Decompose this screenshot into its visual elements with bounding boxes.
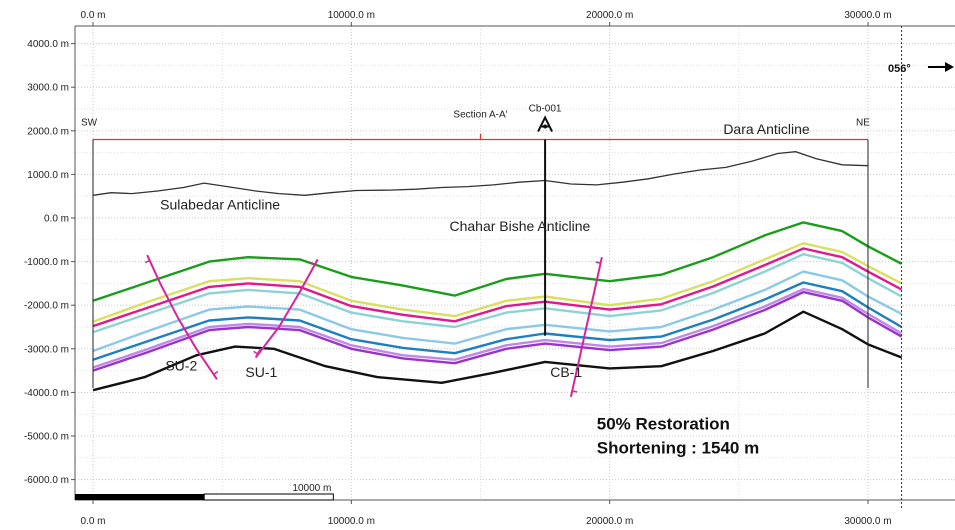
horizon-lines — [92, 221, 903, 392]
sw-label: SW — [81, 118, 98, 129]
x-tick-label-top: 0.0 m — [80, 10, 105, 21]
horizon-line — [92, 221, 903, 302]
x-tick-label-bottom: 30000.0 m — [844, 516, 891, 527]
horizon-line — [92, 281, 903, 361]
fault-tick — [310, 261, 316, 266]
section-label: Section A-A' — [453, 110, 507, 121]
fault-tick — [595, 261, 601, 264]
well-symbol-dot — [543, 124, 548, 129]
topography-path — [92, 151, 869, 196]
fault-tick — [253, 350, 259, 355]
y-tick-label: 1000.0 m — [27, 170, 69, 181]
x-tick-label-top: 10000.0 m — [328, 10, 375, 21]
fault-tick — [572, 390, 578, 393]
scale-bar: 10000 m — [75, 483, 334, 501]
fault-line — [146, 254, 218, 380]
y-tick-label: 0.0 m — [44, 214, 69, 225]
y-tick-label: -5000.0 m — [24, 432, 69, 443]
fault-lines — [144, 254, 603, 398]
x-tick-label-bottom: 20000.0 m — [586, 516, 633, 527]
horizon-line — [92, 247, 903, 328]
scale-bar-white — [203, 493, 334, 501]
x-tick-label-bottom: 10000.0 m — [328, 516, 375, 527]
fault-line — [569, 256, 603, 398]
y-tick-label: -1000.0 m — [24, 257, 69, 268]
horizon-line — [92, 270, 903, 353]
annotation-label: Shortening : 1540 m — [597, 438, 759, 457]
y-tick-label: 2000.0 m — [27, 126, 69, 137]
x-tick-label-top: 20000.0 m — [586, 10, 633, 21]
x-tick-label-top: 30000.0 m — [844, 10, 891, 21]
horizon-line — [92, 310, 903, 392]
scale-bar-label: 10000 m — [292, 483, 331, 494]
direction-label: 056° — [888, 63, 911, 75]
annotation-label: Dara Anticline — [723, 121, 810, 137]
annotation-label: 50% Restoration — [597, 414, 730, 433]
y-tick-label: 3000.0 m — [27, 83, 69, 94]
y-tick-label: 4000.0 m — [27, 39, 69, 50]
y-tick-label: -4000.0 m — [24, 388, 69, 399]
scale-bar-black — [75, 494, 205, 500]
horizon-line — [92, 253, 903, 334]
fault-tick — [213, 370, 219, 375]
x-tick-label-bottom: 0.0 m — [80, 516, 105, 527]
fault-tick — [144, 259, 151, 264]
direction-arrow-icon — [928, 62, 954, 72]
y-tick-label: -2000.0 m — [24, 301, 69, 312]
annotation-label: Sulabedar Anticline — [160, 196, 280, 212]
annotation-label: SU-2 — [165, 358, 197, 374]
y-tick-label: -6000.0 m — [24, 475, 69, 486]
ne-label: NE — [856, 118, 870, 129]
horizon-line — [92, 242, 903, 323]
fault-line — [254, 258, 319, 359]
well-symbol-icon — [537, 115, 553, 132]
y-tick-label: -3000.0 m — [24, 344, 69, 355]
annotation-label: Chahar Bishe Anticline — [449, 218, 590, 234]
annotation-label: CB-1 — [550, 364, 582, 380]
horizon-line — [92, 287, 903, 369]
section-edge-lines — [92, 139, 869, 389]
annotation-label: SU-1 — [245, 364, 277, 380]
topography-line — [92, 151, 869, 196]
well-label: Cb-001 — [529, 104, 562, 115]
horizon-line — [92, 290, 903, 372]
